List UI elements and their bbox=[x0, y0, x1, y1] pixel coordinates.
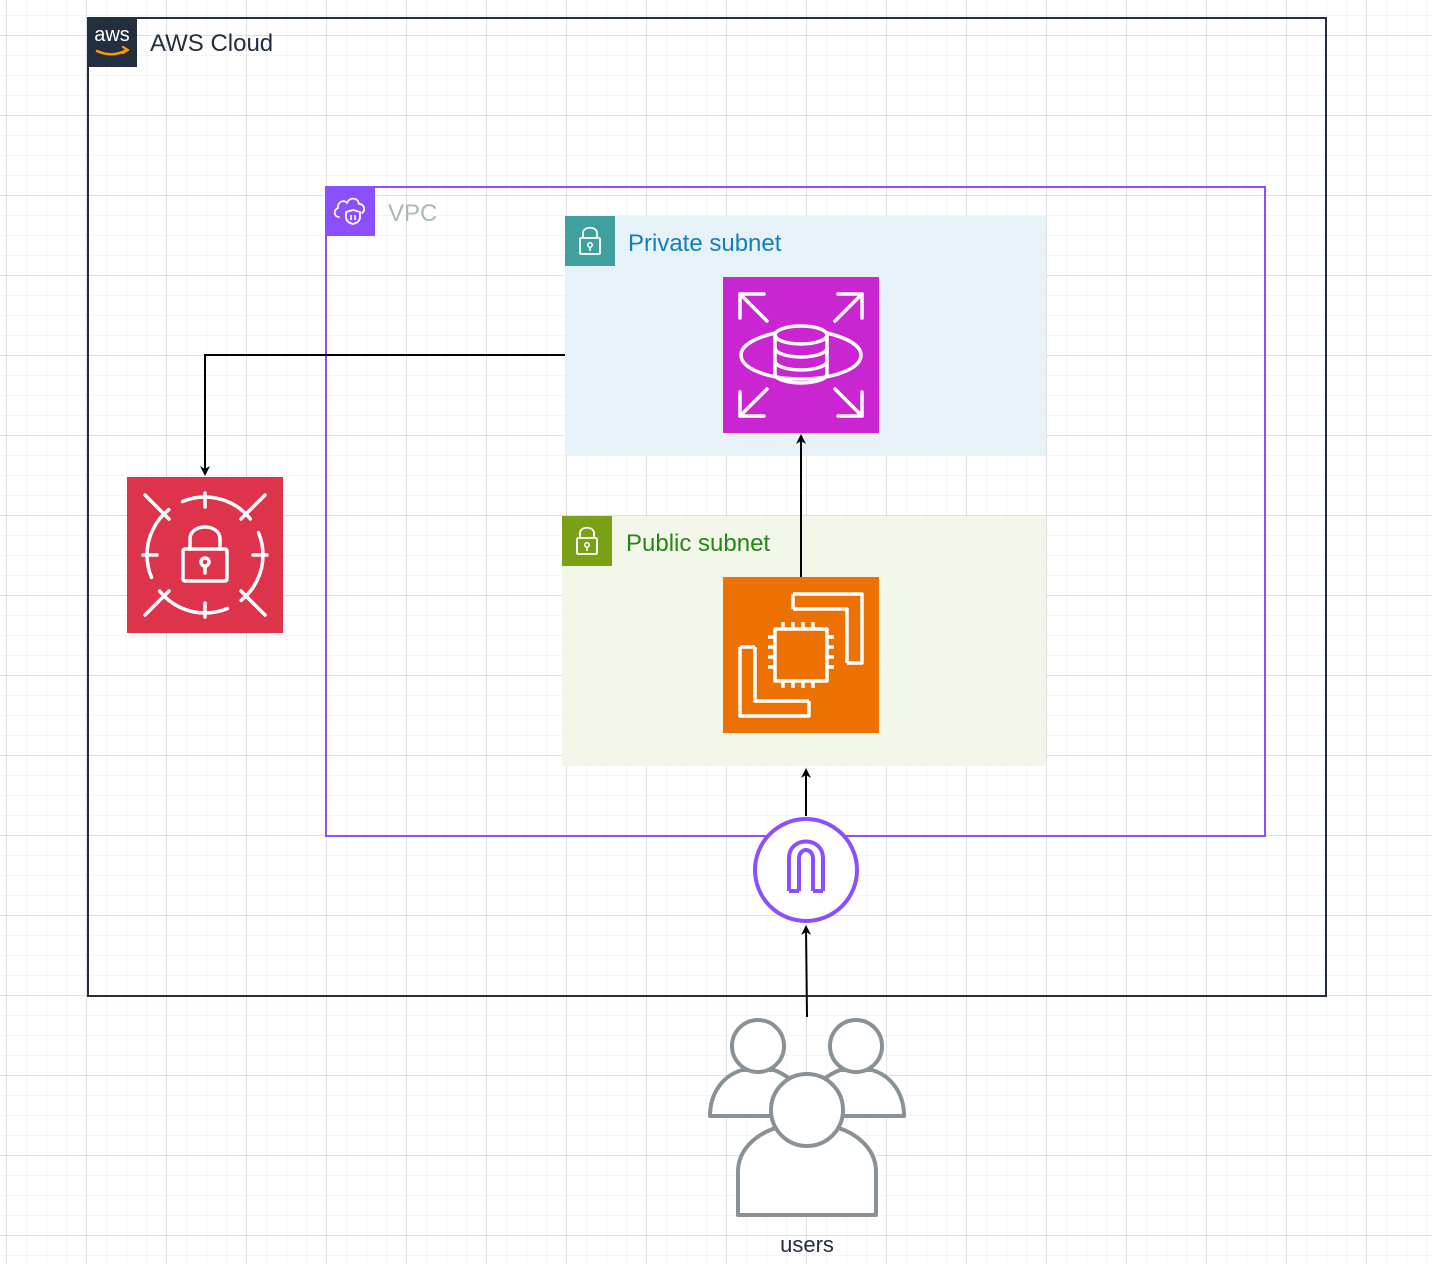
private-subnet-title: Private subnet bbox=[628, 230, 782, 257]
aws-logo-text: aws bbox=[94, 24, 130, 46]
vpc-title: VPC bbox=[388, 200, 438, 227]
users-label: users bbox=[780, 1232, 834, 1257]
public-subnet-lock-icon bbox=[562, 516, 612, 566]
aws-cloud-title: AWS Cloud bbox=[150, 30, 274, 57]
private-subnet-lock-icon bbox=[565, 216, 615, 266]
public-subnet-title: Public subnet bbox=[626, 530, 771, 557]
aws-logo-icon: aws bbox=[87, 17, 137, 67]
users-icon[interactable] bbox=[700, 1012, 914, 1222]
vpc-cloud-icon bbox=[325, 186, 375, 236]
internet-gateway-icon[interactable] bbox=[752, 816, 860, 924]
ec2-instances-icon[interactable] bbox=[723, 577, 879, 733]
secrets-manager-icon[interactable] bbox=[127, 477, 283, 633]
aws-cloud-group bbox=[87, 17, 1327, 997]
rds-database-icon[interactable] bbox=[723, 277, 879, 433]
